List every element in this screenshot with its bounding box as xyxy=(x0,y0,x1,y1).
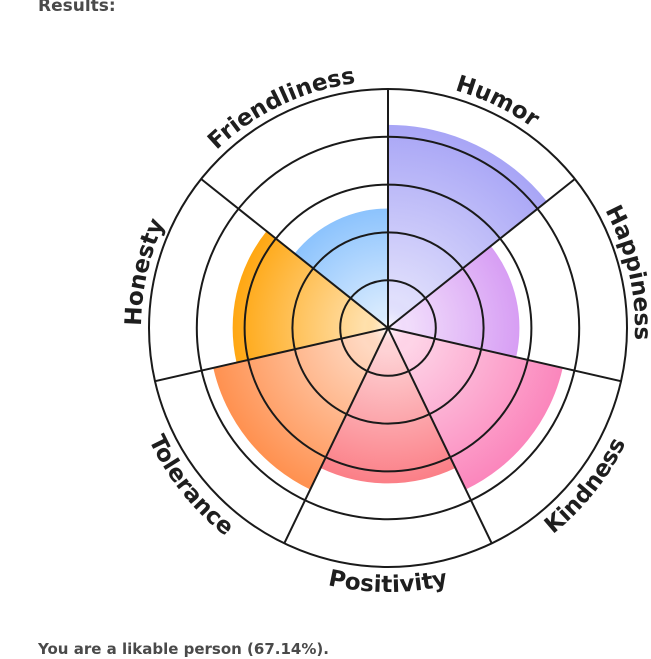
grid-spoke xyxy=(387,327,622,383)
sector-friendliness xyxy=(294,208,388,328)
sector-honesty xyxy=(232,231,388,363)
result-summary: You are a likable person (67.14%). xyxy=(38,640,329,658)
polar-area-chart: HumorHappinessKindnessPositivityToleranc… xyxy=(121,63,651,598)
label-tolerance: Tolerance xyxy=(143,431,238,541)
sector-positivity xyxy=(320,328,456,484)
label-happiness: Happiness xyxy=(600,201,651,340)
label-kindness: Kindness xyxy=(540,434,631,539)
grid-spoke xyxy=(200,178,389,329)
grid-spoke xyxy=(154,327,389,383)
sector-kindness xyxy=(388,328,563,490)
sector-happiness xyxy=(388,246,520,358)
grid-spoke xyxy=(283,327,389,544)
sector-humor xyxy=(388,124,547,328)
label-positivity: Positivity xyxy=(326,565,449,598)
grid-spoke xyxy=(387,178,576,329)
results-heading: Results: xyxy=(38,0,116,16)
grid-spoke xyxy=(387,327,493,544)
sector-tolerance xyxy=(213,328,388,490)
label-friendliness: Friendliness xyxy=(203,63,357,154)
label-honesty: Honesty xyxy=(121,215,170,327)
